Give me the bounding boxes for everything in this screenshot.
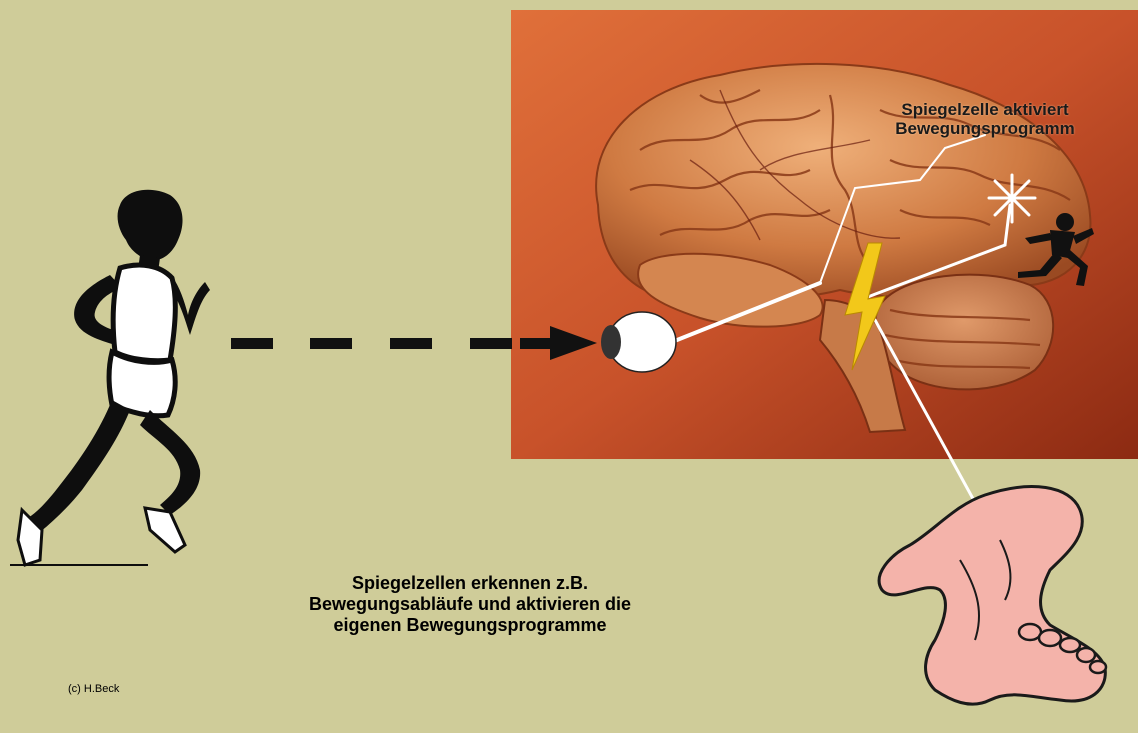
- caption-line2: Bewegungsabläufe und aktivieren die: [230, 594, 710, 615]
- spark-star-icon: [989, 175, 1035, 222]
- foot-drawing: [879, 487, 1106, 705]
- caption: Spiegelzellen erkennen z.B. Bewegungsabl…: [230, 573, 710, 636]
- copyright-credit: (c) H.Beck: [68, 683, 119, 695]
- runner-silhouette: [10, 190, 210, 565]
- brain-label-line1: Spiegelzelle aktiviert: [850, 100, 1120, 119]
- caption-line3: eigenen Bewegungsprogramme: [230, 615, 710, 636]
- brain-label: Spiegelzelle aktiviert Bewegungsprogramm: [850, 100, 1120, 138]
- caption-line1: Spiegelzellen erkennen z.B.: [230, 573, 710, 594]
- brain-label-line2: Bewegungsprogramm: [850, 119, 1120, 138]
